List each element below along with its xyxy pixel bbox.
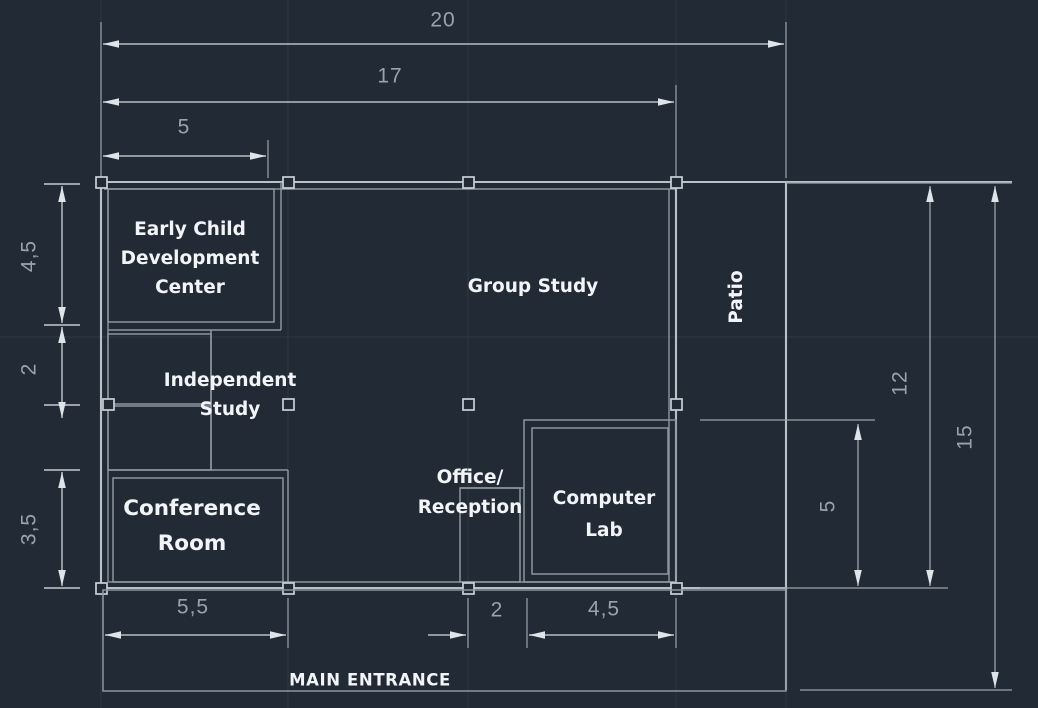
room-label-early-child-line2: Development (121, 248, 260, 269)
dimension-bottom-5-5[interactable]: 5,5 (105, 596, 286, 639)
grip-handle (102, 398, 115, 411)
dimension-bottom-4-5[interactable]: 4,5 (529, 598, 674, 639)
dimension-left-3-5[interactable]: 3,5 (18, 472, 66, 586)
grip-handles[interactable] (95, 176, 683, 595)
room-label-early-child-line1: Early Child (134, 219, 246, 240)
room-labels: Early Child Development Center Independe… (121, 219, 747, 556)
grip-handle (670, 398, 683, 411)
room-conference-outline (112, 477, 284, 583)
room-computer-lab-inner (531, 427, 669, 575)
bottom-dimension-group: 5,5 2 4,5 MAIN ENTRANCE (102, 589, 787, 692)
grip-handle (282, 176, 295, 189)
grip-handle (282, 582, 295, 595)
grip-handle (462, 582, 475, 595)
dimension-right-15-text: 15 (954, 424, 977, 449)
room-label-computer-line1: Computer (553, 488, 656, 509)
dimension-right-15[interactable]: 15 (954, 186, 999, 688)
main-entrance-box (102, 589, 787, 692)
right-dimension-group: 5 12 15 (700, 182, 1012, 691)
room-label-office-line1: Office/ (437, 467, 504, 488)
dimension-left-2[interactable]: 2 (18, 327, 66, 418)
room-label-early-child-line3: Center (155, 277, 226, 298)
room-label-computer-line2: Lab (585, 520, 623, 541)
grip-handle (95, 176, 108, 189)
room-label-patio: Patio (726, 270, 747, 323)
room-computer-lab-outer (523, 419, 677, 583)
dimension-bottom-2-text: 2 (491, 599, 504, 622)
grip-handle (462, 176, 475, 189)
dimension-right-5-text: 5 (817, 500, 840, 513)
interior-partitions[interactable] (107, 182, 677, 588)
dimension-top-5-text: 5 (178, 116, 191, 139)
room-label-independent-line1: Independent (164, 370, 297, 391)
dimension-right-12[interactable]: 12 (889, 186, 934, 586)
dimension-top-17-text: 17 (377, 65, 402, 88)
room-label-conference-line1: Conference (123, 496, 261, 521)
room-early-child-outline (107, 188, 275, 323)
dimension-right-12-text: 12 (889, 370, 912, 395)
top-dimension-group: 20 17 5 (100, 9, 787, 178)
dimension-top-5[interactable]: 5 (103, 116, 266, 160)
dimension-bottom-4-5-text: 4,5 (588, 598, 620, 621)
room-label-conference-line2: Room (158, 531, 227, 556)
grip-handle (670, 176, 683, 189)
dimension-left-4-5[interactable]: 4,5 (18, 186, 66, 323)
dimension-bottom-2[interactable]: 2 (428, 599, 503, 639)
dimension-left-3-5-text: 3,5 (18, 513, 41, 545)
dimension-top-20-text: 20 (430, 9, 455, 32)
grip-handle (670, 582, 683, 595)
dimension-top-20[interactable]: 20 (103, 9, 784, 48)
room-independent-study-upper (107, 333, 212, 405)
dimension-bottom-5-5-text: 5,5 (177, 596, 209, 619)
room-label-group-study: Group Study (468, 276, 599, 297)
dimension-right-5[interactable]: 5 (817, 424, 862, 586)
dimension-left-4-5-text: 4,5 (18, 240, 41, 272)
left-dimension-group: 4,5 2 3,5 (18, 183, 80, 589)
grip-handle (282, 398, 295, 411)
room-label-office-line2: Reception (418, 497, 523, 518)
grip-handle (462, 398, 475, 411)
room-label-independent-line2: Study (200, 399, 261, 420)
grip-handle (95, 582, 108, 595)
dimension-top-17[interactable]: 17 (103, 65, 674, 106)
dimension-left-2-text: 2 (18, 363, 41, 376)
room-independent-study-lower (107, 405, 212, 471)
main-entrance-label: MAIN ENTRANCE (289, 671, 451, 690)
